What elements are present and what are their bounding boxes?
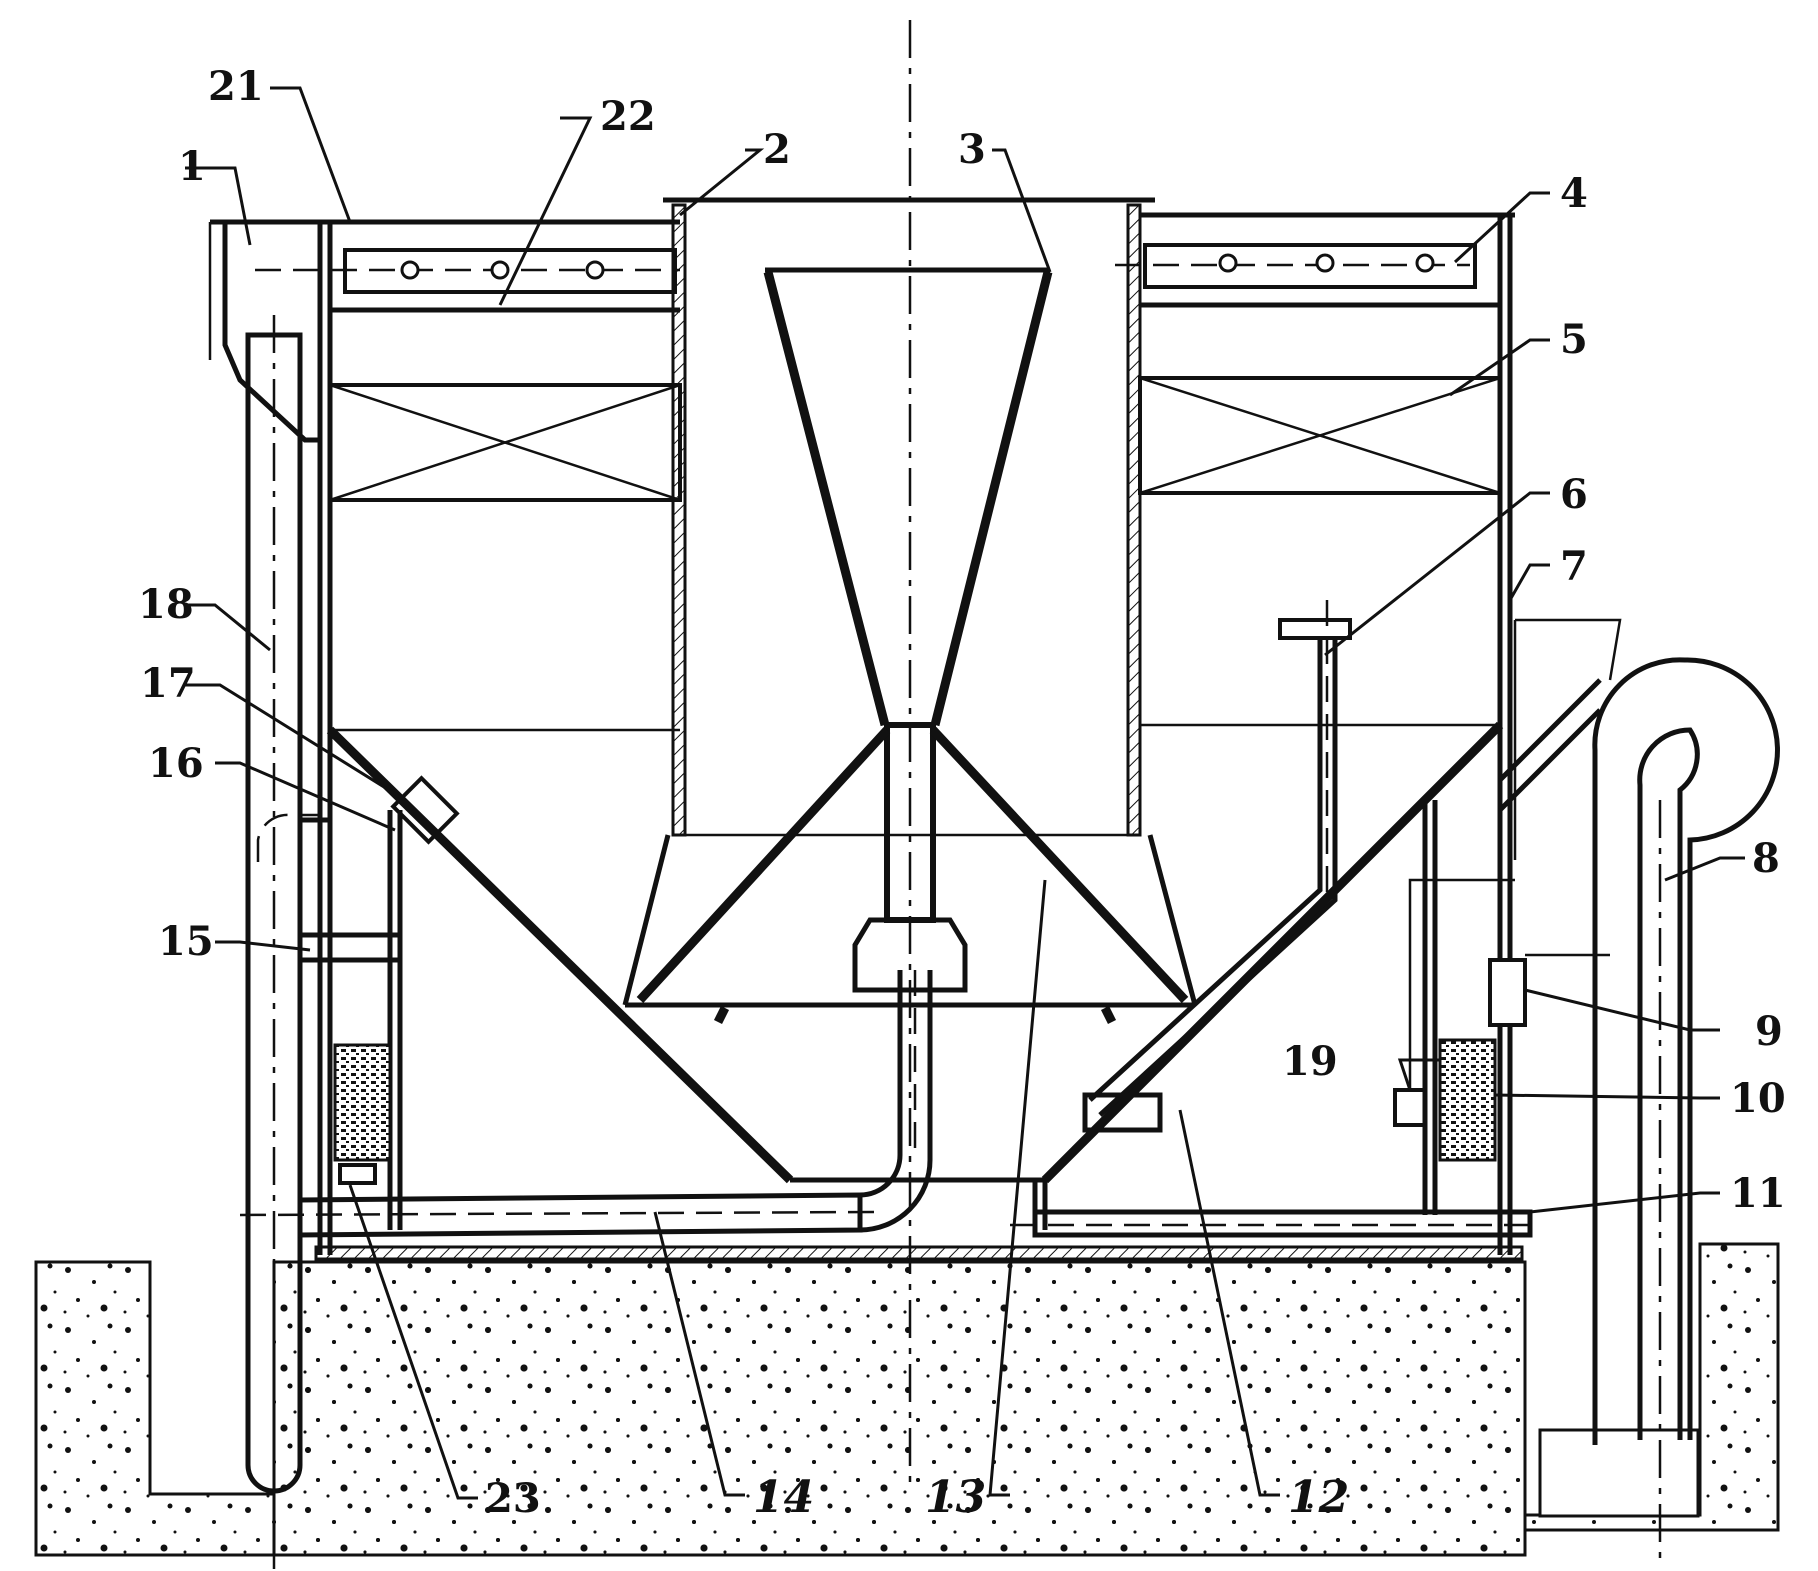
sump-pit (1538, 1428, 1700, 1518)
label-4: 4 (1560, 170, 1588, 217)
air-lift-pipe (1498, 618, 1780, 1560)
leader-lines (185, 86, 1745, 1500)
label-6: 6 (1560, 471, 1588, 518)
label-15: 15 (158, 918, 214, 965)
callout-labels: 1 2 3 4 5 6 7 8 9 10 11 12 13 14 15 16 1… (138, 63, 1786, 1523)
label-11: 11 (1730, 1170, 1786, 1217)
label-3: 3 (958, 126, 986, 173)
inclined-pipe (1082, 600, 1352, 1133)
label-21: 21 (208, 63, 264, 110)
label-23: 23 (485, 1475, 541, 1522)
base-slab (314, 1245, 1524, 1261)
label-22: 22 (600, 93, 656, 140)
lamella-packs (328, 376, 1502, 732)
hopper-bottom (326, 721, 1504, 1184)
label-17: 17 (140, 660, 196, 707)
label-18: 18 (138, 581, 194, 628)
label-2: 2 (763, 126, 791, 173)
left-side-equipment (245, 315, 403, 1570)
bottom-pipes (239, 970, 1535, 1238)
inlet-channel (208, 219, 323, 443)
foundation-ground (34, 1242, 1780, 1557)
label-10: 10 (1730, 1075, 1786, 1122)
label-8: 8 (1752, 835, 1780, 882)
label-1: 1 (178, 143, 206, 190)
label-7: 7 (1560, 543, 1588, 590)
label-9: 9 (1755, 1008, 1783, 1055)
label-12: 12 (1288, 1472, 1349, 1523)
label-5: 5 (1560, 316, 1588, 363)
label-13: 13 (925, 1472, 986, 1523)
label-19: 19 (1282, 1038, 1338, 1085)
label-16: 16 (148, 740, 204, 787)
central-cylinder (622, 197, 1198, 1025)
right-side-equipment (1393, 800, 1610, 1215)
inner-cone (636, 267, 1189, 1004)
label-14: 14 (753, 1472, 814, 1523)
